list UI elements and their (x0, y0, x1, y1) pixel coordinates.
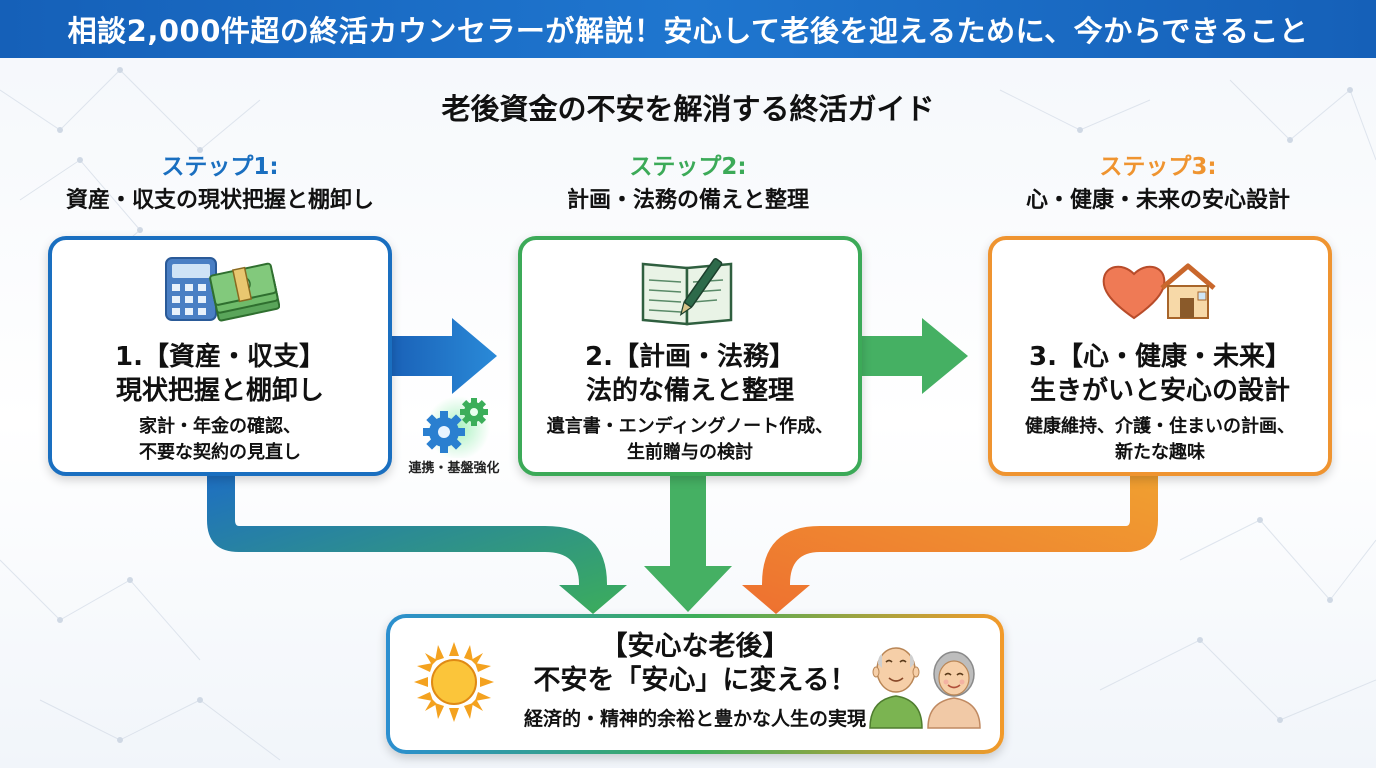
step3-heading-text: 心・健康・未来の安心設計 (1025, 188, 1290, 213)
result-body: 経済的・精神的余裕と豊かな人生の実現 (523, 708, 866, 730)
step2-heading: ステップ2: 計画・法務の備えと整理 (488, 152, 888, 216)
step3-card: 3.【心・健康・未来】 生きがいと安心の設計 健康維持、介護・住まいの計画、 新… (988, 236, 1332, 476)
result-card: 【安心な老後】 不安を「安心」に変える！ 経済的・精神的余裕と豊かな人生の実現 (386, 614, 1004, 754)
header-title: 相談2,000件超の終活カウンセラーが解説！安心して老後を迎えるために、今からで… (67, 14, 1309, 48)
step1-card-body-2: 不要な契約の見直し (139, 442, 301, 463)
step1-heading: ステップ1: 資産・収支の現状把握と棚卸し (20, 152, 420, 216)
step2-card-body-2: 生前贈与の検討 (627, 442, 753, 463)
step1-card-title-2: 現状把握と棚卸し (115, 376, 324, 406)
gears-icon (423, 396, 490, 458)
step2-heading-text: 計画・法務の備えと整理 (566, 188, 809, 213)
step3-heading: ステップ3: 心・健康・未来の安心設計 (958, 152, 1358, 216)
heart-house-icon (1102, 263, 1216, 320)
page-header: 相談2,000件超の終活カウンセラーが解説！安心して老後を迎えるために、今からで… (0, 0, 1376, 58)
elderly-couple-icon (869, 647, 981, 729)
arrow-step1-to-step2 (392, 318, 497, 394)
step2-card: 2.【計画・法務】 法的な備えと整理 遺言書・エンディングノート作成、 生前贈与… (518, 236, 862, 476)
step2-label: ステップ2: (629, 154, 747, 180)
gear-label: 連携・基盤強化 (408, 461, 500, 476)
arrow-step3-to-result (742, 476, 1158, 614)
step3-card-body-2: 新たな趣味 (1115, 442, 1205, 463)
step3-card-body-1: 健康維持、介護・住まいの計画、 (1025, 416, 1295, 437)
step2-card-title-2: 法的な備えと整理 (585, 376, 794, 406)
step1-label: ステップ1: (161, 154, 279, 180)
arrow-step2-to-step3 (862, 318, 968, 394)
result-title-1: 【安心な老後】 (600, 631, 790, 662)
arrow-step2-to-result (644, 476, 732, 612)
step3-label: ステップ3: (1099, 154, 1217, 180)
notebook-pen-icon (641, 258, 733, 326)
result-title-2: 不安を「安心」に変える！ (533, 665, 857, 696)
arrow-step1-to-result (207, 476, 627, 614)
step3-card-title-1: 3.【心・健康・未来】 (1029, 342, 1291, 372)
calculator-money-icon (165, 257, 280, 322)
step3-card-title-2: 生きがいと安心の設計 (1029, 376, 1290, 406)
step1-card: 1.【資産・収支】 現状把握と棚卸し 家計・年金の確認、 不要な契約の見直し (48, 236, 392, 476)
sun-icon (414, 642, 494, 722)
step2-card-body-1: 遺言書・エンディングノート作成、 (546, 416, 834, 437)
step1-card-title-1: 1.【資産・収支】 (115, 342, 325, 372)
step1-heading-text: 資産・収支の現状把握と棚卸し (65, 188, 374, 213)
step1-card-body-1: 家計・年金の確認、 (139, 416, 301, 437)
step2-card-title-1: 2.【計画・法務】 (585, 342, 795, 372)
guide-subtitle: 老後資金の不安を解消する終活ガイド (441, 92, 935, 126)
